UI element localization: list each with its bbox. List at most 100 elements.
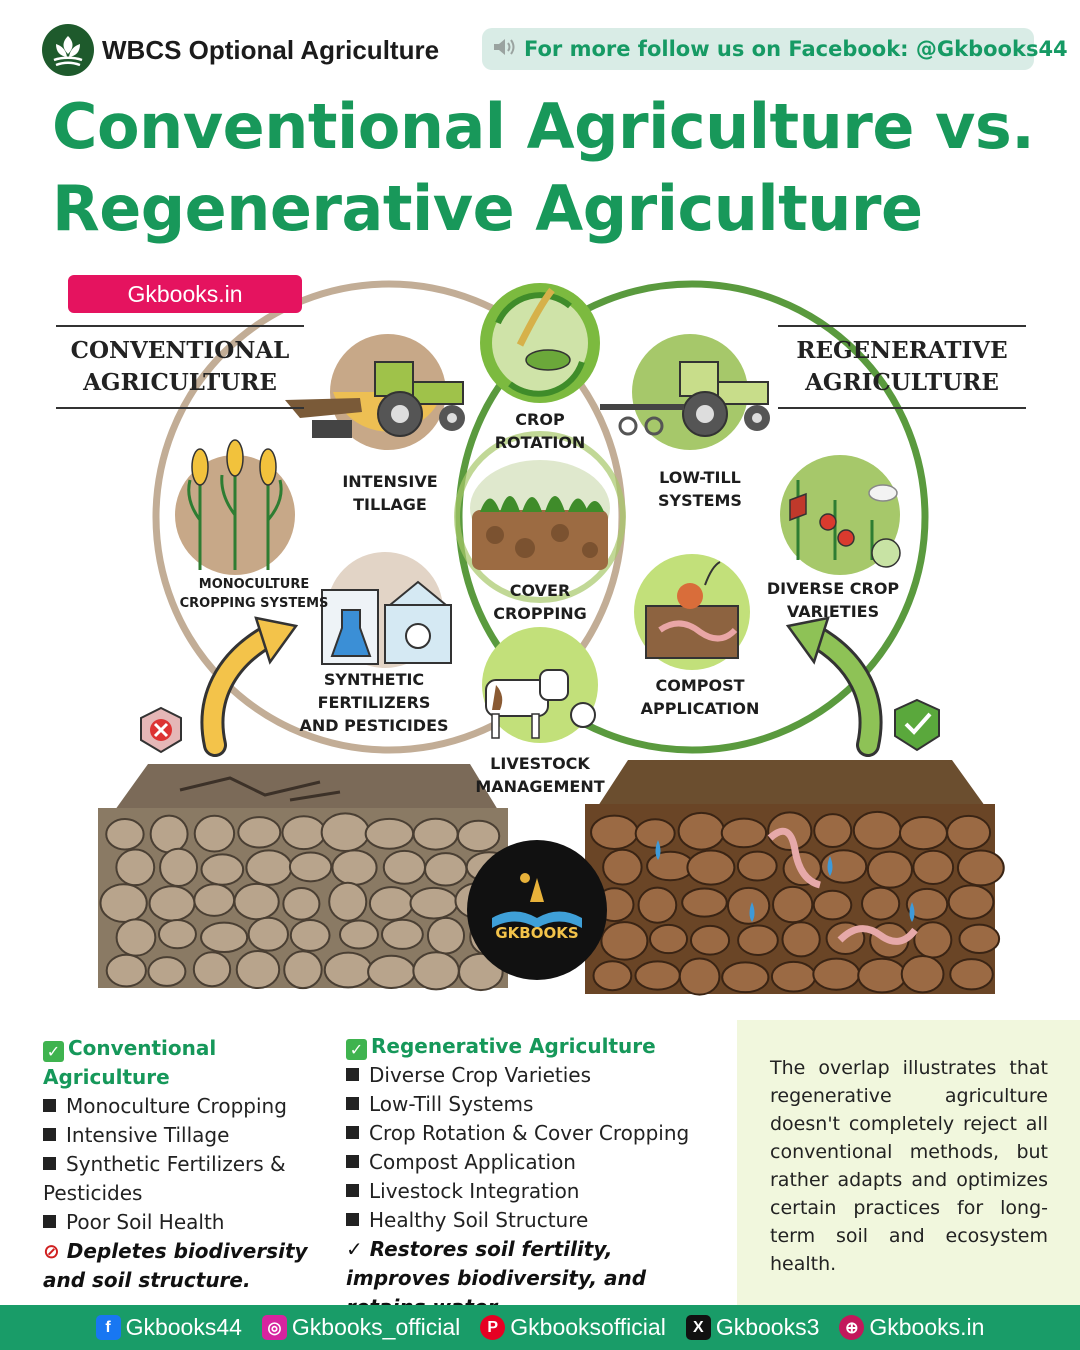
soil-stone [813, 813, 853, 849]
soil-stone [424, 852, 468, 887]
soil-stone [602, 848, 643, 886]
gkbooks-logo-circle [467, 840, 607, 980]
speaker-icon [492, 36, 518, 62]
prohibited-icon: ⊘ [43, 1239, 60, 1263]
soil-stone [380, 918, 424, 950]
conventional-title-text: CONVENTIONAL AGRICULTURE [70, 337, 290, 396]
list-item: Synthetic Fertilizers & Pesticides [43, 1150, 323, 1208]
soil-stone [861, 886, 901, 921]
soil-stone [192, 951, 232, 988]
check-mark-icon: ✓ [346, 1039, 367, 1060]
soil-stone [677, 811, 726, 851]
pinterest-icon: P [480, 1315, 506, 1340]
soil-stone [233, 882, 280, 921]
soil-stone [237, 816, 282, 849]
regenerative-title-text: REGENERATIVE AGRICULTURE [796, 337, 1008, 396]
conventional-title: CONVENTIONAL AGRICULTURE [56, 325, 304, 409]
soil-stone [320, 812, 370, 853]
soil-stone [323, 951, 373, 989]
soil-stone [368, 886, 414, 921]
regenerative-heading: ✓Regenerative Agriculture [346, 1032, 716, 1061]
conventional-footer-text: Depletes biodiversity and soil structure… [43, 1239, 308, 1292]
list-item-text: Crop Rotation & Cover Cropping [369, 1121, 690, 1145]
soil-stone [412, 817, 459, 851]
list-item: Compost Application [346, 1148, 716, 1177]
cover-crop-soil-icon [470, 460, 610, 570]
soil-stone [235, 949, 281, 990]
soil-stone [946, 814, 992, 851]
soil-stone [409, 886, 459, 920]
soil-stone [866, 850, 913, 889]
soil-stone [956, 849, 1005, 887]
fertilizer-bottles-icon [321, 552, 452, 668]
bullet-square-icon [43, 1099, 56, 1112]
x-link[interactable]: X Gkbooks3 [685, 1314, 819, 1341]
soil-stone [720, 817, 768, 849]
soil-stone [148, 885, 196, 922]
arrow-right-icon [804, 626, 880, 754]
follow-banner[interactable]: For more follow us on Facebook: @Gkbooks… [482, 28, 1068, 70]
page-title: Conventional Agriculture vs. Regenerativ… [52, 86, 1035, 250]
check-mark-icon: ✓ [43, 1041, 64, 1062]
soil-stone [289, 918, 331, 952]
regenerative-summary: ✓Regenerative Agriculture Diverse Crop V… [346, 1032, 716, 1322]
soil-stone [634, 818, 676, 849]
soil-stone [648, 923, 689, 955]
soil-stone [99, 883, 148, 923]
soil-stone [364, 817, 415, 850]
website-link[interactable]: ⊕ Gkbooks.in [839, 1314, 984, 1341]
bullet-square-icon [346, 1097, 359, 1110]
soil-stone [857, 957, 907, 994]
soil-stone [592, 960, 633, 992]
soil-stone [288, 851, 333, 883]
soil-stone [412, 951, 460, 991]
list-item-text: Diverse Crop Varieties [369, 1063, 592, 1087]
brand: WBCS Optional Agriculture [42, 24, 439, 76]
brand-name: WBCS Optional Agriculture [102, 34, 440, 65]
list-item: Crop Rotation & Cover Cropping [346, 1119, 716, 1148]
cow-chicken-icon [482, 627, 598, 743]
bullet-square-icon [43, 1157, 56, 1170]
soil-stone [913, 921, 953, 959]
soil-stone [200, 853, 245, 886]
soil-stone [947, 884, 995, 920]
instagram-icon: ◎ [261, 1315, 287, 1340]
list-item-text: Compost Application [369, 1150, 576, 1174]
soil-stone [958, 923, 1001, 955]
list-item: Diverse Crop Varieties [346, 1061, 716, 1090]
label-monoculture: MONOCULTURE CROPPING SYSTEMS [179, 577, 329, 611]
globe-icon: ⊕ [839, 1315, 865, 1340]
soil-stone [159, 847, 199, 888]
bullet-square-icon [43, 1215, 56, 1228]
label-cover-cropping: COVER CROPPING [493, 581, 587, 623]
instagram-link[interactable]: ◎ Gkbooks_official [261, 1314, 461, 1341]
soil-stone [283, 950, 323, 990]
soil-stone [686, 849, 736, 886]
label-synthetic: SYNTHETIC FERTILIZERS AND PESTICIDES [299, 670, 449, 735]
soil-stone [105, 818, 145, 851]
soil-stone [634, 960, 681, 991]
soil-stone [456, 819, 501, 853]
conventional-heading-text: Conventional Agriculture [43, 1036, 217, 1089]
list-item: Poor Soil Health [43, 1208, 323, 1237]
conventional-footer: ⊘ Depletes biodiversity and soil structu… [43, 1237, 323, 1295]
check-badge-icon [894, 698, 940, 752]
soil-stone [689, 924, 731, 956]
soil-stone [812, 889, 853, 921]
label-low-till: LOW-TILL SYSTEMS [658, 468, 742, 510]
label-livestock: LIVESTOCK MANAGEMENT [475, 754, 605, 796]
soil-stone [819, 849, 868, 884]
bullet-square-icon [346, 1155, 359, 1168]
soil-stone [149, 814, 189, 854]
facebook-link[interactable]: f Gkbooks44 [95, 1314, 242, 1341]
list-item-text: Low-Till Systems [369, 1092, 534, 1116]
corn-monoculture-icon [175, 439, 295, 575]
soil-stone [772, 885, 814, 924]
pinterest-link[interactable]: P Gkbooksofficial [480, 1314, 666, 1341]
site-badge[interactable]: Gkbooks.in [68, 275, 302, 313]
list-item-text: Healthy Soil Structure [369, 1208, 589, 1232]
bullet-square-icon [43, 1128, 56, 1141]
instagram-handle: Gkbooks_official [291, 1314, 461, 1340]
compost-bin-icon [634, 554, 750, 670]
